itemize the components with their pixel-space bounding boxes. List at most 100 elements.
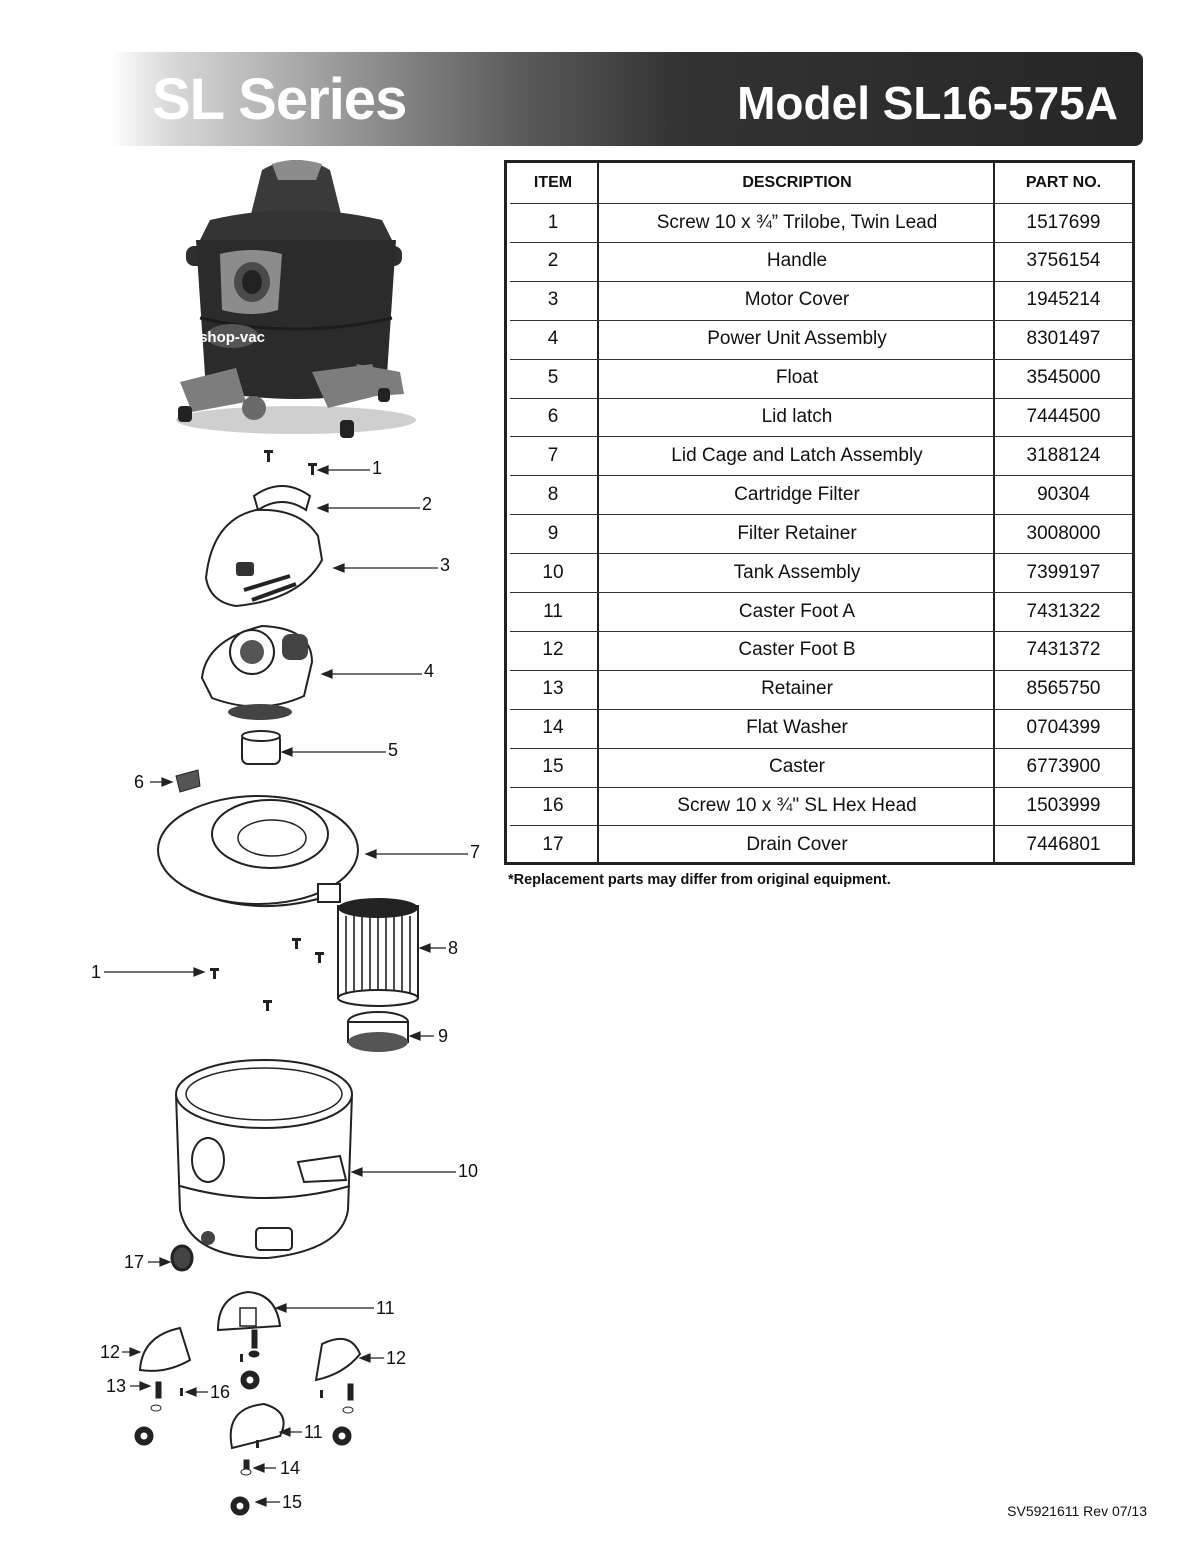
part-number: 3756154 — [1026, 250, 1101, 272]
product-photo: shop-vac — [176, 160, 416, 438]
item-number: 2 — [547, 250, 559, 272]
table-row: 6 Lid latch 7444500 — [507, 398, 1132, 437]
callout-5: 5 — [388, 740, 399, 760]
cartridge-filter-part — [337, 898, 419, 1007]
part-description: Caster Foot A — [738, 600, 856, 622]
callout-1-top: 1 — [372, 458, 383, 478]
part-description: Lid Cage and Latch Assembly — [671, 444, 923, 466]
callout-17: 17 — [124, 1252, 145, 1272]
handle-part — [252, 485, 312, 512]
part-number: 1945214 — [1026, 289, 1101, 311]
part-number: 1503999 — [1026, 795, 1101, 816]
item-number: 6 — [547, 406, 559, 427]
item-number: 1 — [547, 211, 559, 233]
part-number: 0704399 — [1026, 717, 1101, 739]
item-number: 11 — [543, 600, 563, 622]
callout-9: 9 — [438, 1026, 449, 1046]
shop-vac-logo: shop-vac — [199, 329, 265, 346]
row-divider — [510, 669, 1133, 671]
callout-1-left: 1 — [91, 962, 102, 982]
lid-latch-part — [175, 769, 201, 793]
part-number: 7444500 — [1026, 406, 1101, 427]
item-number: 17 — [542, 833, 564, 855]
part-description: Drain Cover — [746, 833, 848, 855]
row-divider — [510, 592, 1133, 593]
item-number: 4 — [547, 328, 559, 350]
callout-16: 16 — [210, 1382, 231, 1402]
part-number: 7431372 — [1026, 639, 1101, 661]
leader-lines — [104, 465, 468, 1507]
part-number: 6773900 — [1026, 756, 1101, 778]
callout-15: 15 — [282, 1492, 303, 1512]
item-number: 13 — [542, 678, 564, 700]
part-number: 7399197 — [1026, 561, 1101, 583]
callout-14: 14 — [280, 1458, 301, 1478]
caster-wheels — [134, 1329, 354, 1516]
part-number: 3188124 — [1026, 444, 1101, 466]
callout-13: 13 — [106, 1376, 127, 1396]
row-divider — [510, 630, 1133, 632]
row-divider — [510, 708, 1133, 710]
part-description: Filter Retainer — [737, 522, 857, 544]
row-divider — [510, 280, 1133, 282]
table-header-row: ITEM DESCRIPTION PART NO. — [507, 165, 1132, 201]
part-description: Power Unit Assembly — [707, 328, 887, 350]
part-number: 7431322 — [1026, 600, 1101, 622]
item-number: 5 — [547, 367, 559, 389]
table-row: 4 Power Unit Assembly 8301497 — [507, 320, 1132, 359]
item-number: 14 — [542, 717, 564, 739]
row-divider — [510, 825, 1133, 827]
header-banner — [110, 52, 1143, 146]
row-divider — [510, 747, 1133, 749]
document-code: SV5921611 Rev 07/13 — [1007, 1503, 1147, 1519]
table-row: 11 Caster Foot A 7431322 — [507, 592, 1132, 631]
motor-cover-part — [204, 508, 324, 608]
table-divider — [597, 163, 599, 862]
callout-12-left: 12 — [100, 1342, 121, 1362]
model-title: Model SL16-575A — [737, 77, 1118, 129]
row-divider — [510, 358, 1133, 360]
part-description: Float — [775, 367, 819, 389]
item-number: 7 — [547, 444, 559, 466]
table-row: 7 Lid Cage and Latch Assembly 3188124 — [507, 436, 1132, 475]
table-divider — [993, 163, 995, 862]
part-number: 1517699 — [1026, 211, 1101, 233]
header-part-no: PART NO. — [1025, 174, 1102, 191]
callout-3: 3 — [440, 555, 451, 575]
part-number: 8301497 — [1026, 328, 1101, 350]
row-divider — [510, 436, 1133, 438]
part-number: 3008000 — [1026, 522, 1101, 544]
item-number: 15 — [542, 756, 564, 778]
drain-cover-part — [170, 1244, 194, 1272]
header-item: ITEM — [533, 174, 573, 191]
callout-11-top: 11 — [376, 1298, 395, 1318]
callout-4: 4 — [424, 661, 435, 681]
exploded-parts-diagram: shop-vac — [0, 150, 500, 1550]
callout-2: 2 — [422, 494, 433, 514]
row-divider — [510, 553, 1133, 555]
caster-foot-b-right-part — [314, 1337, 362, 1382]
screw-hex-icon — [180, 1354, 323, 1448]
row-divider — [510, 397, 1133, 399]
callout-12-right: 12 — [386, 1348, 407, 1368]
part-description: Handle — [766, 250, 828, 272]
screw-lid-icon — [210, 938, 324, 1011]
part-number: 3545000 — [1026, 367, 1101, 389]
screw-top-icon — [264, 450, 317, 475]
callout-7: 7 — [470, 842, 481, 862]
caster-foot-b-left-part — [138, 1326, 192, 1372]
row-divider — [510, 241, 1133, 243]
part-number: 90304 — [1037, 483, 1090, 505]
table-row: 5 Float 3545000 — [507, 359, 1132, 398]
part-description: Lid latch — [761, 406, 833, 427]
part-description: Screw 10 x ¾" SL Hex Head — [677, 795, 917, 816]
callout-11-bottom: 11 — [304, 1422, 323, 1442]
